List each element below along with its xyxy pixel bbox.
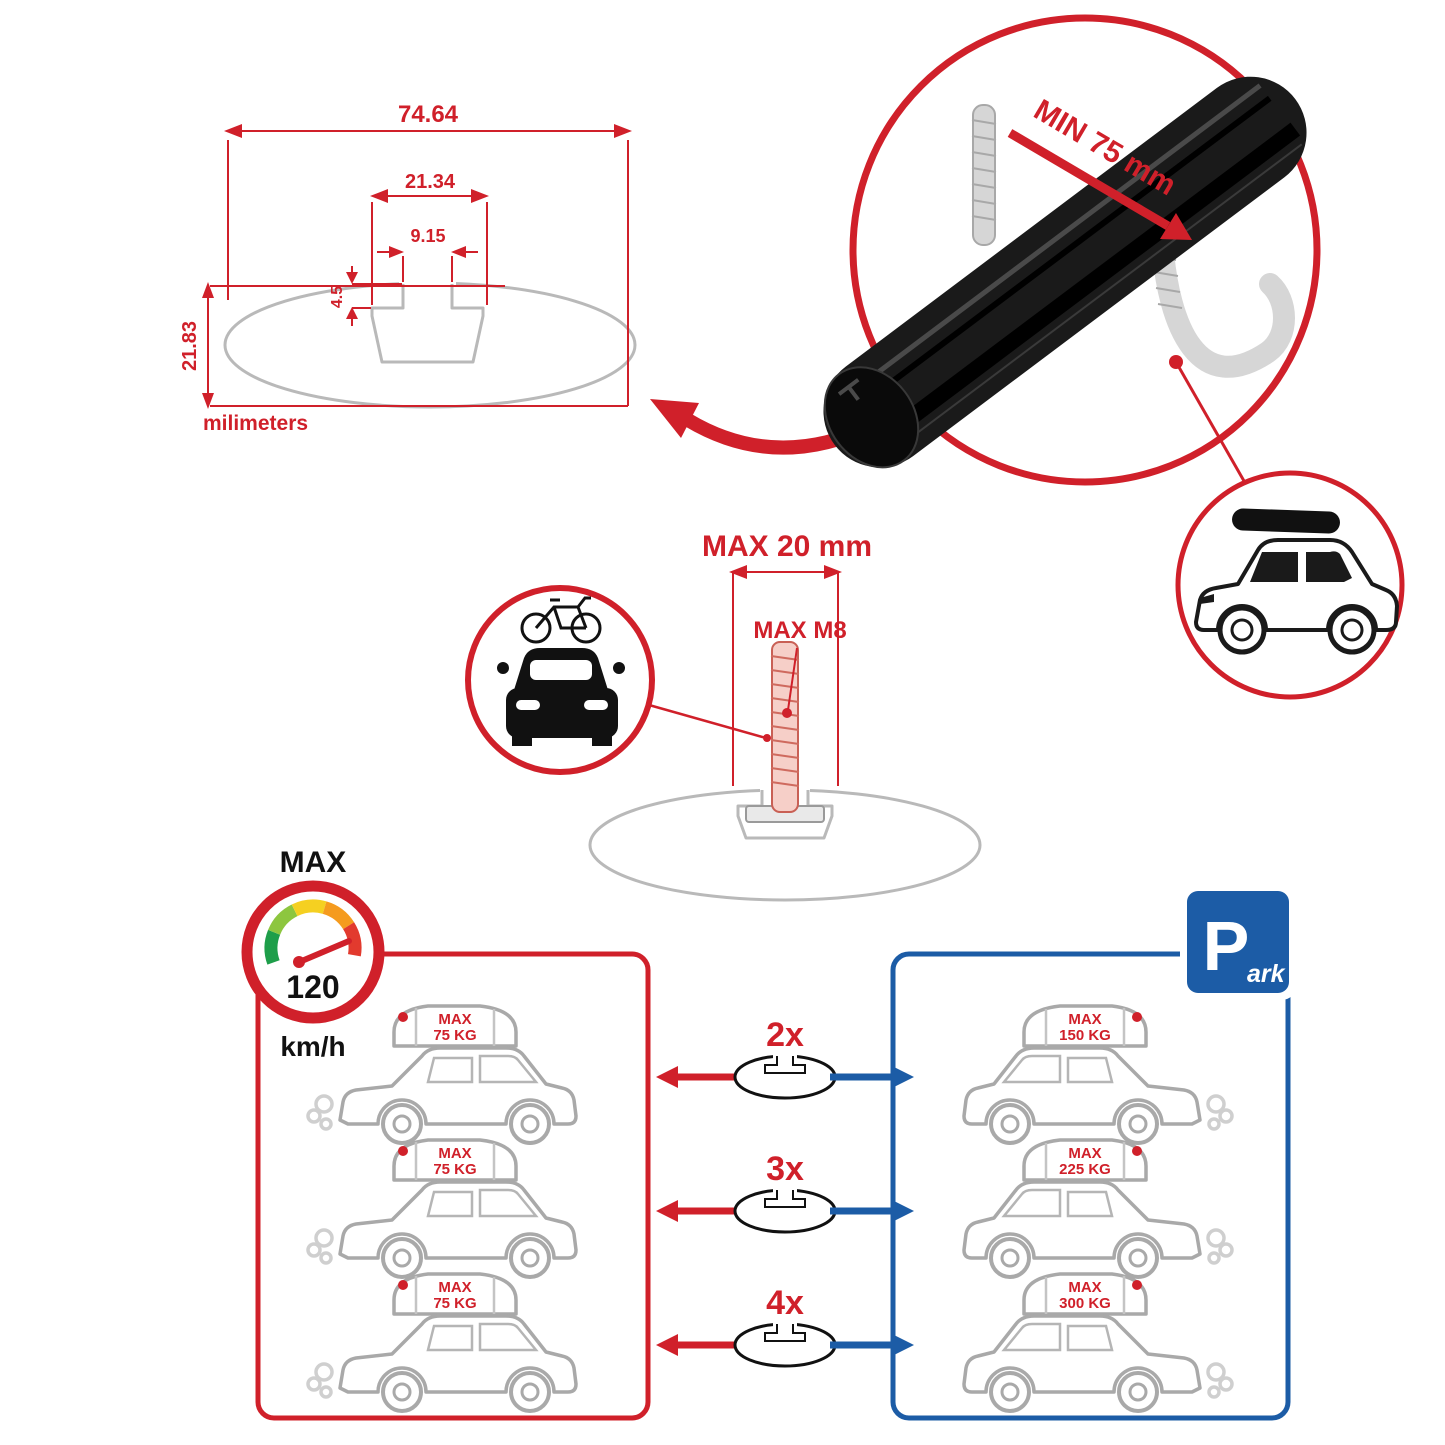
crossbar-ellipse-icon bbox=[733, 1188, 837, 1234]
dim-unit-label: milimeters bbox=[203, 412, 308, 435]
clamp-detail-circle: MIN 75 mm bbox=[823, 14, 1321, 489]
bike-leader-dot-icon bbox=[763, 734, 771, 742]
crossbar-3d-icon bbox=[823, 76, 1307, 469]
multiplier-row-3: 4x bbox=[656, 1284, 914, 1368]
car-front-icon bbox=[497, 648, 625, 746]
right-bag-max-3: MAX bbox=[1068, 1279, 1101, 1296]
right-bag-kg-2: 225 KG bbox=[1059, 1161, 1111, 1178]
multiplier-label-1: 2x bbox=[766, 1016, 804, 1054]
speed-unit: km/h bbox=[280, 1031, 345, 1062]
crossbar-ellipse-icon bbox=[733, 1322, 837, 1368]
detail-circle-outline bbox=[849, 14, 1321, 486]
gauge-needle bbox=[294, 938, 352, 966]
min-distance-arrow-icon bbox=[1007, 129, 1192, 240]
bolt-thread-dot-icon bbox=[782, 708, 792, 718]
bolt-detail-diagram: MAX 20 mm MAX M8 bbox=[465, 530, 982, 902]
crossbar-profile-diagram: 74.64 21.34 9.15 4.5 21.83 milimeters bbox=[179, 101, 637, 435]
speed-value: 120 bbox=[286, 969, 339, 1005]
multiplier-row-2: 3x bbox=[656, 1150, 914, 1234]
park-sign: P ark bbox=[1180, 884, 1296, 1000]
left-arrowhead-icon bbox=[656, 1334, 678, 1356]
bolt-max-thread-label: MAX M8 bbox=[753, 617, 846, 644]
right-bag-kg-1: 150 KG bbox=[1059, 1027, 1111, 1044]
speedometer-icon: MAX 120 km/h bbox=[241, 846, 385, 1062]
park-suffix: ark bbox=[1247, 960, 1286, 988]
suv-roofbox-icon bbox=[1194, 508, 1399, 655]
dim-slot-width: 9.15 bbox=[410, 226, 445, 246]
dim-channel-width: 21.34 bbox=[405, 171, 456, 193]
suv-roofbox-circle bbox=[1175, 470, 1405, 700]
crossbar-ellipse-icon bbox=[733, 1054, 837, 1100]
left-bag-max-2: MAX bbox=[438, 1145, 471, 1162]
bike-circle-leader bbox=[648, 703, 767, 740]
speed-gauge-arc bbox=[264, 899, 362, 965]
multiplier-label-2: 3x bbox=[766, 1150, 804, 1188]
multiplier-row-1: 2x bbox=[656, 1016, 914, 1100]
bolt-dimension-lines bbox=[729, 565, 842, 786]
left-arrowhead-icon bbox=[656, 1200, 678, 1222]
bolt-max-length-label: MAX 20 mm bbox=[702, 530, 872, 563]
car-bike-circle bbox=[465, 585, 655, 775]
dimension-lines bbox=[202, 124, 632, 409]
bicycle-icon bbox=[520, 596, 602, 644]
left-bag-max-1: MAX bbox=[438, 1011, 471, 1028]
crossbar-slot-gap bbox=[773, 1052, 797, 1059]
u-bolt-icon bbox=[971, 104, 1295, 378]
right-bag-max-1: MAX bbox=[1068, 1011, 1101, 1028]
left-bag-kg-3: 75 KG bbox=[433, 1295, 476, 1312]
left-arrowhead-icon bbox=[656, 1066, 678, 1088]
right-arrowhead-icon bbox=[892, 1200, 914, 1222]
crossbar-slot-gap bbox=[773, 1186, 797, 1193]
speed-max-label: MAX bbox=[280, 846, 347, 879]
crossbar-slot-gap bbox=[773, 1320, 797, 1327]
gauge-needle-pivot bbox=[293, 956, 305, 968]
profile-t-slot bbox=[370, 284, 485, 364]
dim-lip-depth: 4.5 bbox=[329, 286, 346, 308]
left-bag-max-3: MAX bbox=[438, 1279, 471, 1296]
right-arrowhead-icon bbox=[892, 1066, 914, 1088]
bolt-thread-leader bbox=[787, 647, 798, 711]
right-bag-max-2: MAX bbox=[1068, 1145, 1101, 1162]
park-letter: P bbox=[1203, 907, 1250, 985]
crossbar-slot-glyph bbox=[764, 1190, 806, 1208]
left-bag-kg-2: 75 KG bbox=[433, 1161, 476, 1178]
crossbar-slot-glyph bbox=[764, 1056, 806, 1074]
dim-total-width: 74.64 bbox=[398, 101, 459, 128]
dim-total-height: 21.83 bbox=[179, 321, 201, 371]
crossbar-slot-glyph bbox=[764, 1324, 806, 1342]
multiplier-label-3: 4x bbox=[766, 1284, 804, 1322]
left-bag-kg-1: 75 KG bbox=[433, 1027, 476, 1044]
right-arrowhead-icon bbox=[892, 1334, 914, 1356]
clamp-to-suv-leader bbox=[1174, 361, 1250, 489]
right-bag-kg-3: 300 KG bbox=[1059, 1295, 1111, 1312]
